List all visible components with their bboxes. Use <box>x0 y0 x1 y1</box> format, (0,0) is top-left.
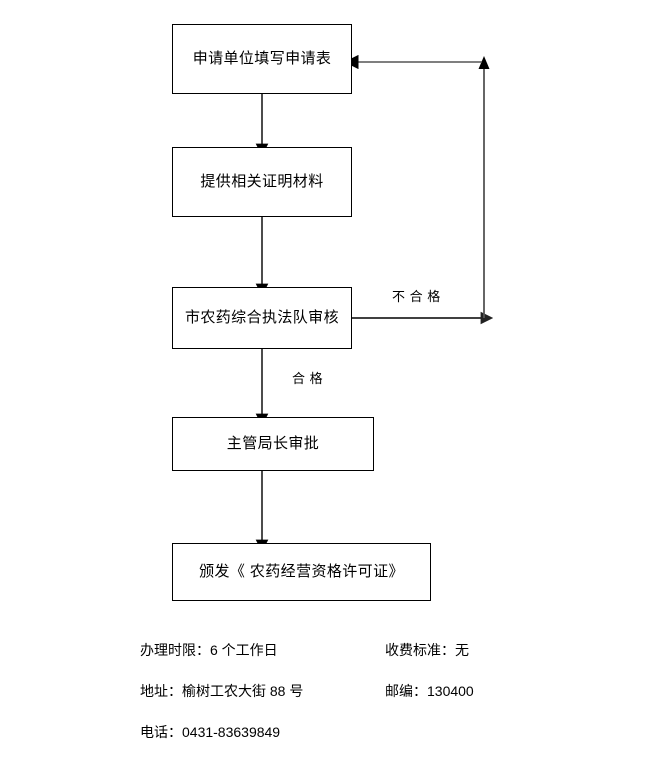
footer-row: 电话：0431-83639849 <box>0 722 645 763</box>
fee-standard-text: 收费标准：无 <box>385 642 469 658</box>
node-enforcement-review[interactable]: 市农药综合执法队审核 <box>172 287 352 349</box>
footer-info: 办理时限：6 个工作日 收费标准：无 地址：榆树工农大街 88 号 邮编：130… <box>0 640 645 763</box>
postal-code-text: 邮编：130400 <box>385 683 474 699</box>
edge-label-reject: 不 合 格 <box>392 289 441 304</box>
node-provide-materials[interactable]: 提供相关证明材料 <box>172 147 352 217</box>
node-issue-license[interactable]: 颁发《 农药经营资格许可证》 <box>172 543 431 601</box>
footer-row: 地址：榆树工农大街 88 号 邮编：130400 <box>0 681 645 722</box>
node-apply-form[interactable]: 申请单位填写申请表 <box>172 24 352 94</box>
node-director-approval[interactable]: 主管局长审批 <box>172 417 374 471</box>
address-text: 地址：榆树工农大街 88 号 <box>140 683 304 699</box>
footer-row: 办理时限：6 个工作日 收费标准：无 <box>0 640 645 681</box>
processing-time-text: 办理时限：6 个工作日 <box>140 642 278 658</box>
edge-label-pass: 合 格 <box>292 371 324 386</box>
arrow-rail-top-head <box>478 56 490 69</box>
phone-text: 电话：0431-83639849 <box>140 724 281 740</box>
